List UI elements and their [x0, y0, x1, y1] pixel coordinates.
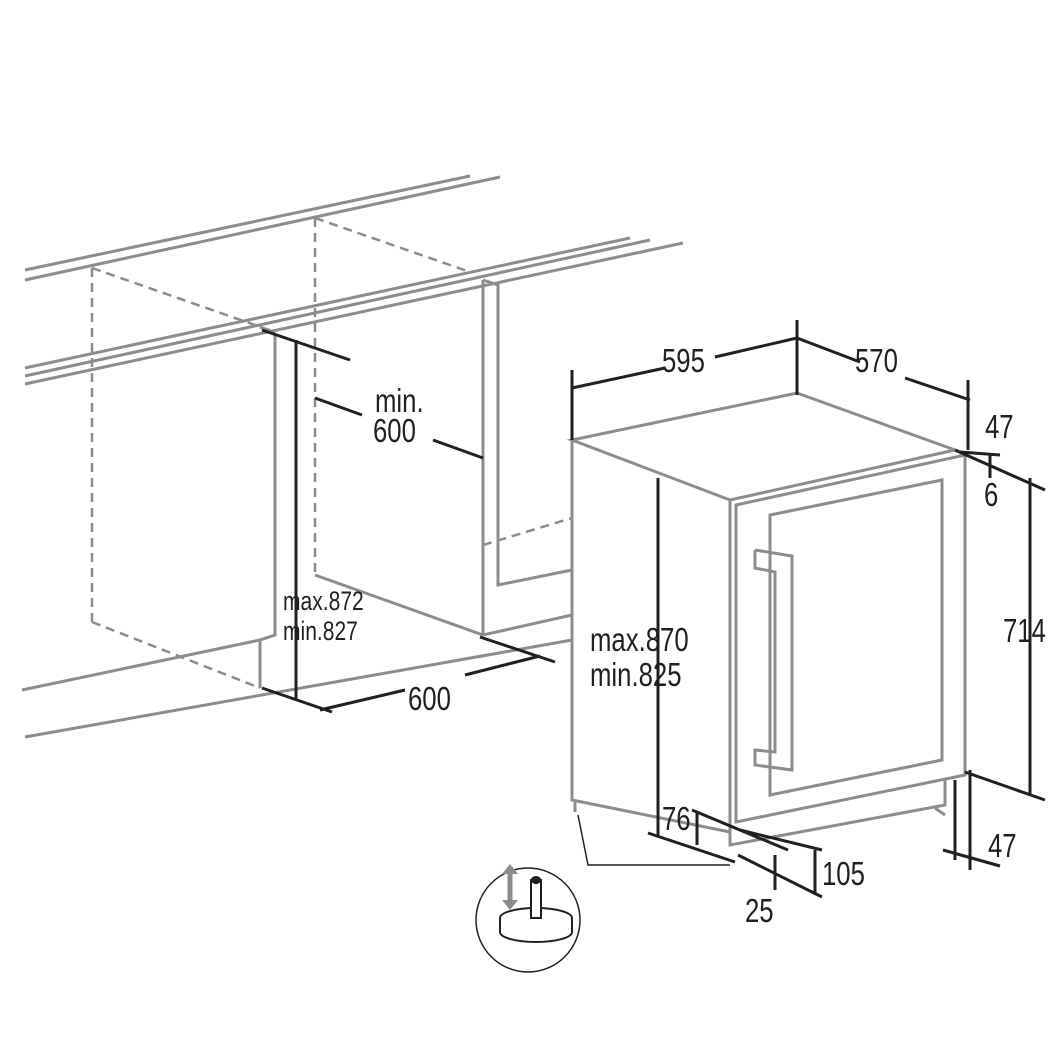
adjustable-foot-detail-icon — [475, 814, 730, 973]
door-height-714-label: 714 — [1003, 613, 1046, 650]
height-max-870-label: max.870 — [590, 622, 689, 659]
niche-height-min-label: min.827 — [283, 617, 358, 647]
niche-depth-min-label: min. — [375, 383, 424, 420]
niche-depth-600-label: 600 — [373, 413, 416, 450]
bottom-offset-47-label: 47 — [988, 828, 1017, 865]
niche-height-max-label: max.872 — [283, 587, 364, 617]
height-min-825-label: min.825 — [590, 657, 682, 694]
width-595-label: 595 — [662, 343, 705, 380]
depth-570-label: 570 — [855, 343, 898, 380]
plinth-105-label: 105 — [822, 856, 865, 893]
plinth-76-label: 76 — [662, 801, 691, 838]
wine-cooler — [566, 391, 967, 847]
niche-outline — [90, 216, 573, 690]
dimension-lines — [261, 320, 1046, 899]
niche-width-600-label: 600 — [408, 681, 451, 718]
countertop — [24, 174, 684, 386]
foot-25-label: 25 — [745, 893, 774, 930]
door-offset-47-label: 47 — [985, 409, 1014, 446]
door-gap-6-label: 6 — [984, 477, 998, 514]
